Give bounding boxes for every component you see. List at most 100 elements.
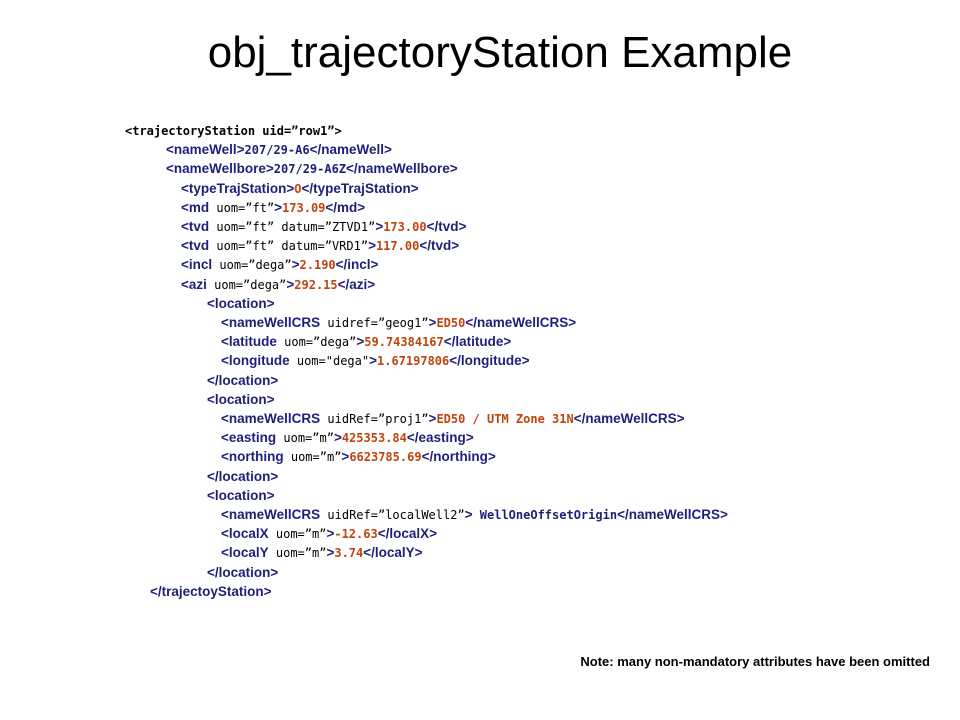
xml-close-tag: </nameWellCRS> [465,315,577,330]
xml-open-tag-end: > [464,507,473,522]
xml-close-tag: </nameWellbore> [346,161,458,176]
xml-close-tag: </typeTrajStation> [301,181,419,196]
xml-open-tag-end: > [356,334,365,349]
xml-line: </location> [207,371,278,390]
xml-open-tag: <location> [207,488,275,503]
xml-close-tag: </nameWellCRS> [573,411,685,426]
xml-close-tag: </tvd> [426,219,467,234]
xml-close-tag: </tvd> [419,238,460,253]
xml-line: <nameWellCRS uidRef=”localWell2”> WellOn… [221,505,728,524]
xml-close-tag: </nameWellCRS> [617,507,728,522]
xml-attributes: uom=”ft” datum=”ZTVD1” [209,220,376,234]
xml-line: <nameWell>207/29-A6</nameWell> [166,140,392,159]
xml-open-tag: </trajectoyStation> [150,584,272,599]
xml-open-tag: <trajectoryStation [125,124,256,138]
xml-open-tag: <tvd [181,219,210,234]
xml-attributes: uidRef=”proj1” [320,412,429,426]
footnote: Note: many non-mandatory attributes have… [580,654,930,669]
xml-open-tag: <nameWellbore> [166,161,274,176]
xml-line: <location> [207,294,275,313]
xml-value: 3.74 [334,546,364,560]
xml-line: <latitude uom=”dega”>59.74384167</latitu… [221,332,511,351]
xml-attributes: uom=”dega” [276,335,357,349]
xml-value: 59.74384167 [364,335,444,349]
xml-open-tag-end: > [369,353,377,368]
xml-open-tag: </location> [207,373,279,388]
xml-value: 207/29-A6 [244,143,310,157]
xml-line: </trajectoyStation> [150,582,272,601]
xml-close-tag: </northing> [421,449,496,464]
xml-close-tag: </easting> [406,430,474,445]
xml-open-tag-end: > [341,449,350,464]
xml-value: 1.67197806 [377,354,450,368]
xml-open-tag-end: > [334,124,342,138]
xml-open-tag: </location> [207,469,279,484]
xml-value: 2.190 [299,258,336,272]
xml-open-tag: <incl [181,257,213,272]
xml-value: 173.09 [282,201,326,215]
xml-line: <location> [207,390,275,409]
xml-attributes: uom=”m” [276,431,334,445]
xml-open-tag: <nameWellCRS [221,507,321,522]
xml-open-tag: <nameWellCRS [221,411,321,426]
xml-open-tag: <localX [221,526,269,541]
xml-value: 173.00 [383,220,427,234]
xml-value: 425353.84 [341,431,407,445]
xml-value: ED50 [436,316,466,330]
xml-open-tag: <azi [181,277,207,292]
xml-value: WellOneOffsetOrigin [472,508,618,522]
xml-line: </location> [207,563,278,582]
xml-line: <azi uom=”dega”>292.15</azi> [181,275,375,294]
xml-close-tag: </azi> [337,277,376,292]
xml-close-tag: </longitude> [449,353,530,368]
xml-open-tag: <md [181,200,210,215]
xml-open-tag: <northing [221,449,284,464]
xml-line: <location> [207,486,275,505]
xml-line: <northing uom=”m”>6623785.69</northing> [221,447,496,466]
xml-value: 6623785.69 [349,450,422,464]
xml-line: <easting uom=”m”>425353.84</easting> [221,428,474,447]
xml-attributes: uom=”m” [268,546,327,560]
xml-open-tag-end: > [428,315,437,330]
xml-attributes: uom=”m” [283,450,342,464]
xml-open-tag-end: > [428,411,437,426]
xml-open-tag: </location> [207,565,279,580]
xml-attributes: uid=”row1” [255,124,335,138]
xml-open-tag-end: > [291,257,300,272]
xml-line: <localX uom=”m”>-12.63</localX> [221,524,437,543]
xml-close-tag: </nameWell> [309,142,392,157]
xml-line: </location> [207,467,278,486]
xml-close-tag: </md> [325,200,366,215]
xml-line: <nameWellCRS uidref=”geog1”>ED50</nameWe… [221,313,576,332]
xml-open-tag-end: > [326,545,335,560]
xml-open-tag-end: > [286,277,295,292]
xml-open-tag: <nameWell> [166,142,245,157]
xml-line: <localY uom=”m”>3.74</localY> [221,543,423,562]
xml-attributes: uom=”ft” datum=”VRD1” [209,239,369,253]
xml-line: <trajectoryStation uid=”row1”> [125,121,342,140]
xml-open-tag: <tvd [181,238,210,253]
xml-line: <tvd uom=”ft” datum=”VRD1”>117.00</tvd> [181,236,459,255]
xml-attributes: uom=”dega” [206,278,287,292]
xml-value: ED50 / UTM Zone 31N [436,412,574,426]
xml-line: <tvd uom=”ft” datum=”ZTVD1”>173.00</tvd> [181,217,466,236]
xml-attributes: uom="dega" [289,354,370,368]
xml-value: 117.00 [375,239,420,253]
xml-value: O [294,182,302,196]
xml-attributes: uom=”m” [268,527,327,541]
xml-attributes: uidref=”geog1” [320,316,429,330]
xml-line: <typeTrajStation>O</typeTrajStation> [181,179,419,198]
xml-open-tag: <nameWellCRS [221,315,321,330]
xml-open-tag-end: > [333,430,342,445]
xml-open-tag: <typeTrajStation> [181,181,295,196]
xml-attributes: uom=”ft” [209,201,275,215]
xml-line: <nameWellbore>207/29-A6Z</nameWellbore> [166,159,458,178]
xml-open-tag: <easting [221,430,277,445]
xml-open-tag: <location> [207,392,275,407]
xml-open-tag-end: > [326,526,335,541]
xml-line: <md uom=”ft”>173.09</md> [181,198,365,217]
xml-open-tag: <location> [207,296,275,311]
xml-open-tag: <latitude [221,334,277,349]
xml-open-tag: <localY [221,545,269,560]
xml-value: 207/29-A6Z [273,162,347,176]
